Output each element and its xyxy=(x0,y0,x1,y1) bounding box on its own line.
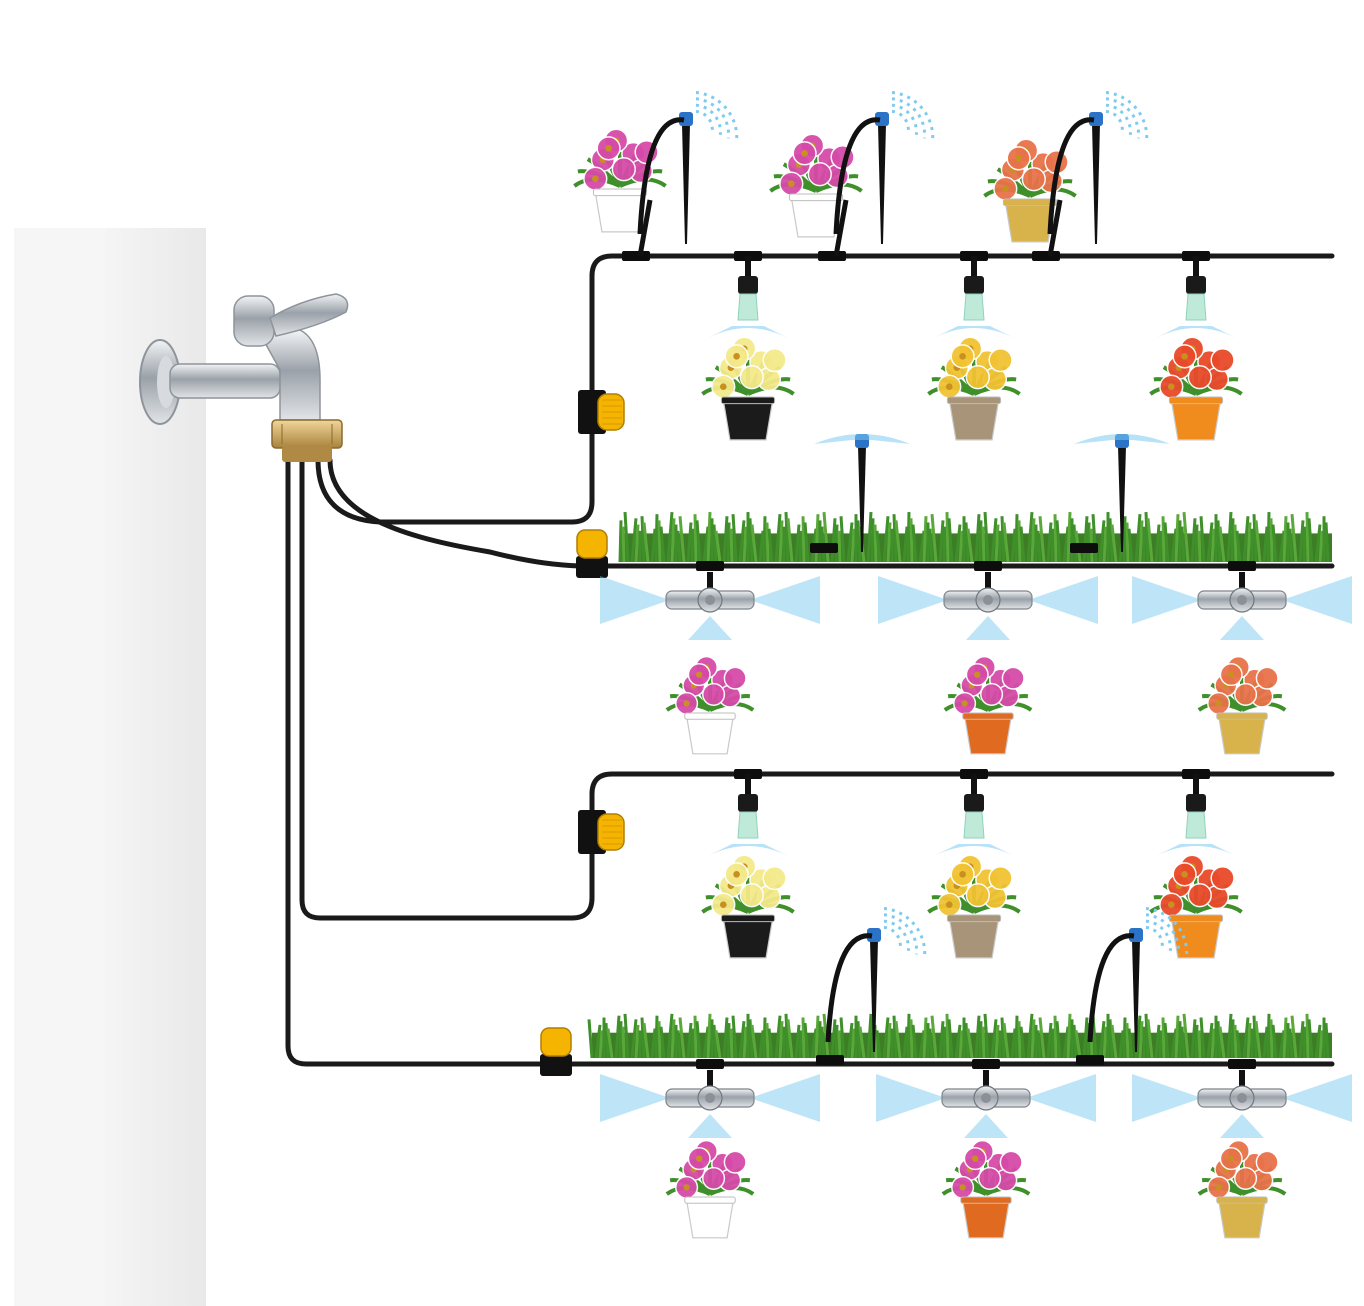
potted-plant-icon xyxy=(927,854,1021,959)
tube-row-3 xyxy=(299,457,1335,921)
shutoff-valve-icon xyxy=(576,529,608,578)
tee-connector xyxy=(1070,543,1098,553)
drip-stake-icon xyxy=(637,91,739,244)
cross-mister-icon xyxy=(600,572,820,640)
potted-plant-icon xyxy=(701,854,795,959)
potted-plant-icon xyxy=(943,655,1033,755)
tee-connector xyxy=(816,1055,844,1065)
tee-connector xyxy=(1032,251,1060,261)
potted-plant-icon xyxy=(983,138,1077,243)
potted-plant-icon xyxy=(1197,655,1287,755)
mist-nozzle-icon xyxy=(934,256,1014,338)
shutoff-valve-icon xyxy=(540,1027,572,1076)
drip-stake-icon xyxy=(1087,907,1189,1052)
cross-mister-icon xyxy=(878,572,1098,640)
potted-plant-icon xyxy=(927,336,1021,441)
potted-plant-icon xyxy=(665,655,755,755)
mist-nozzle-icon xyxy=(1156,256,1236,338)
cross-mister-icon xyxy=(1132,572,1352,640)
drip-stake-icon xyxy=(825,907,927,1052)
shutoff-valve-icon xyxy=(578,390,625,434)
cross-mister-icon xyxy=(876,1070,1096,1138)
cross-mister-icon xyxy=(600,1070,820,1138)
tee-connector xyxy=(1076,1055,1104,1065)
cross-mister-icon xyxy=(1132,1070,1352,1138)
potted-plant-icon xyxy=(769,133,863,238)
tee-connector xyxy=(696,561,724,571)
tube-row-1 xyxy=(315,253,1335,525)
tee-connector xyxy=(810,543,838,553)
potted-plant-icon xyxy=(941,1139,1031,1239)
potted-plant-icon xyxy=(1197,1139,1287,1239)
tubing-network xyxy=(285,253,1335,1067)
mist-nozzle-icon xyxy=(1156,774,1236,856)
drip-stake-icon xyxy=(1074,434,1170,552)
tee-connector xyxy=(974,561,1002,571)
mist-nozzle-icon xyxy=(934,774,1014,856)
mist-nozzle-icon xyxy=(708,774,788,856)
shutoff-valve-icon xyxy=(578,810,625,854)
tube-row-4 xyxy=(285,457,1335,1067)
tee-connector xyxy=(622,251,650,261)
potted-plant-icon xyxy=(573,128,667,233)
tee-connector xyxy=(818,251,846,261)
grass-strip xyxy=(618,511,1332,563)
grass-strip xyxy=(587,1013,1332,1059)
potted-plant-icon xyxy=(1149,854,1243,959)
potted-plant-icon xyxy=(701,336,795,441)
tee-connector xyxy=(972,1059,1000,1069)
drip-stake-icon xyxy=(833,91,935,244)
drip-stake-icon xyxy=(814,434,910,552)
tee-connector xyxy=(1228,561,1256,571)
mist-nozzle-icon xyxy=(708,256,788,338)
tee-connector xyxy=(1228,1059,1256,1069)
faucet-icon xyxy=(139,293,349,425)
potted-plant-icon xyxy=(665,1139,755,1239)
drip-stake-icon xyxy=(1047,91,1149,244)
potted-plant-icon xyxy=(1149,336,1243,441)
tube-row-2 xyxy=(327,457,1335,569)
tee-connector xyxy=(696,1059,724,1069)
four-way-splitter-icon xyxy=(271,419,343,462)
